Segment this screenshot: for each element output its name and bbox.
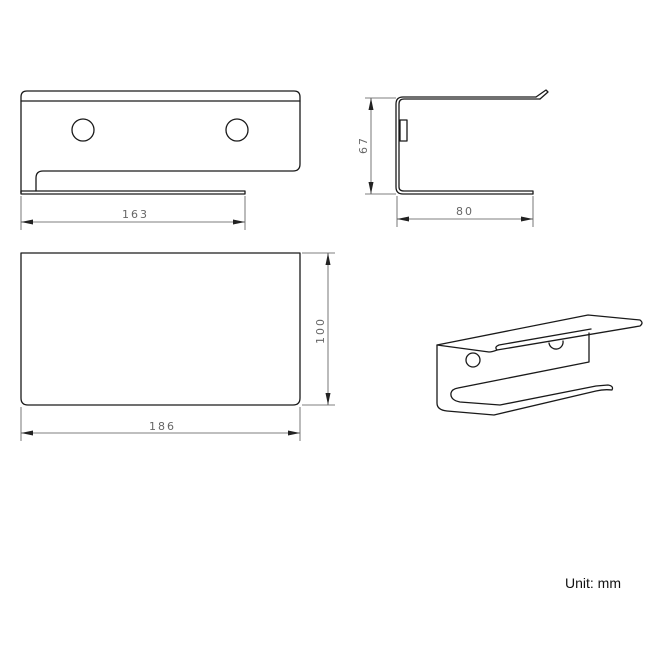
front-view-outline bbox=[20, 90, 301, 194]
plan-view: 100 186 bbox=[20, 252, 335, 441]
iso-mounting-hole-right bbox=[548, 340, 564, 350]
arrowhead bbox=[368, 98, 374, 110]
side-view-profile-inner bbox=[398, 98, 541, 195]
dimension-186: 186 bbox=[149, 420, 176, 433]
arrowhead bbox=[325, 253, 331, 265]
dimension-67: 67 bbox=[357, 136, 370, 154]
mounting-hole-right bbox=[225, 118, 249, 142]
side-view-tab bbox=[399, 119, 408, 142]
mounting-hole-left bbox=[71, 118, 95, 142]
unit-label: Unit: mm bbox=[565, 575, 621, 591]
arrowhead bbox=[368, 182, 374, 194]
iso-mounting-hole-left bbox=[465, 352, 481, 368]
side-view: 67 80 bbox=[357, 89, 549, 227]
side-view-profile-outer bbox=[395, 96, 537, 195]
iso-shelf-top bbox=[436, 314, 643, 353]
arrowhead bbox=[397, 216, 409, 222]
front-view-base-plate bbox=[20, 190, 246, 195]
plan-view-outline bbox=[20, 252, 301, 406]
arrowhead bbox=[288, 430, 300, 436]
iso-shelf-edge bbox=[495, 328, 592, 351]
dimension-80: 80 bbox=[456, 205, 474, 218]
side-view-lip bbox=[535, 89, 549, 100]
iso-wall bbox=[436, 332, 614, 416]
arrowhead bbox=[521, 216, 533, 222]
front-view: 163 bbox=[20, 90, 301, 230]
arrowhead bbox=[21, 219, 33, 225]
dimension-100: 100 bbox=[314, 317, 327, 344]
dimension-163: 163 bbox=[122, 208, 149, 221]
arrowhead bbox=[21, 430, 33, 436]
arrowhead bbox=[233, 219, 245, 225]
isometric-view bbox=[436, 314, 643, 416]
arrowhead bbox=[325, 393, 331, 405]
